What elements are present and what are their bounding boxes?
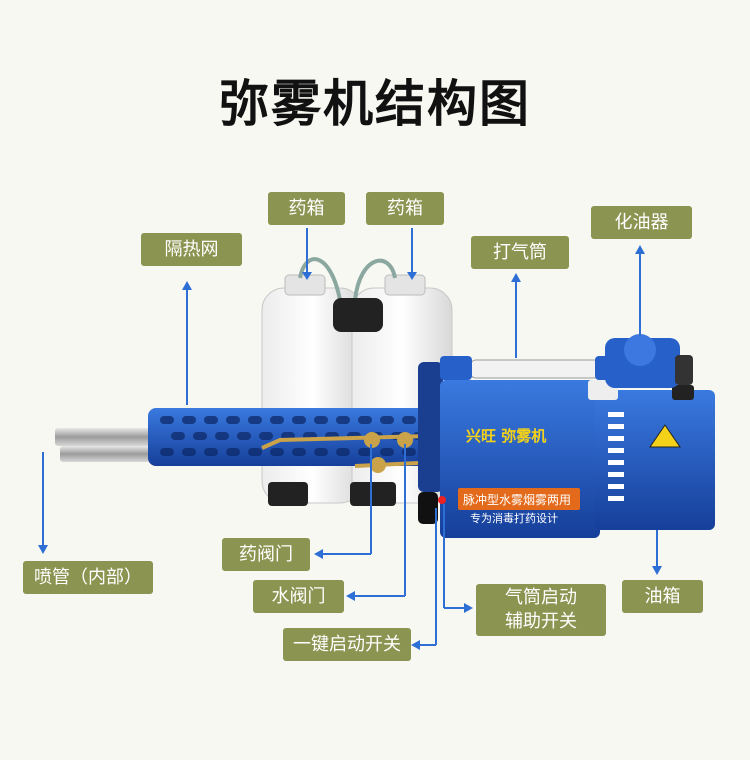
- engine-housing: [418, 362, 715, 538]
- label-start-switch: 一键启动开关: [283, 628, 411, 661]
- label-fuel-tank: 油箱: [622, 580, 703, 613]
- label-nozzle: 喷管（内部）: [23, 561, 153, 594]
- machine-slogan-text: 专为消毒打药设计: [470, 511, 558, 525]
- label-aux-switch-line1: 气筒启动: [505, 587, 577, 608]
- carburetor-engine: [605, 334, 693, 388]
- label-tank-left: 药箱: [268, 192, 345, 225]
- leader-arrows: [38, 228, 662, 650]
- machine-model-text: 脉冲型水雾烟雾两用: [463, 492, 571, 507]
- label-carburetor: 化油器: [591, 206, 692, 239]
- nozzle-pipe: [55, 428, 155, 462]
- label-pump: 打气筒: [471, 236, 569, 269]
- machine-brand-text: 兴旺 弥雾机: [466, 427, 546, 445]
- label-drug-valve: 药阀门: [222, 538, 310, 571]
- label-heat-shield: 隔热网: [141, 233, 242, 266]
- label-tank-right: 药箱: [366, 192, 444, 225]
- label-water-valve: 水阀门: [253, 580, 344, 613]
- label-aux-switch: 气筒启动 辅助开关: [476, 584, 606, 636]
- label-aux-switch-line2: 辅助开关: [505, 611, 577, 632]
- page-title: 弥雾机结构图: [219, 75, 531, 133]
- air-pump: [440, 356, 615, 380]
